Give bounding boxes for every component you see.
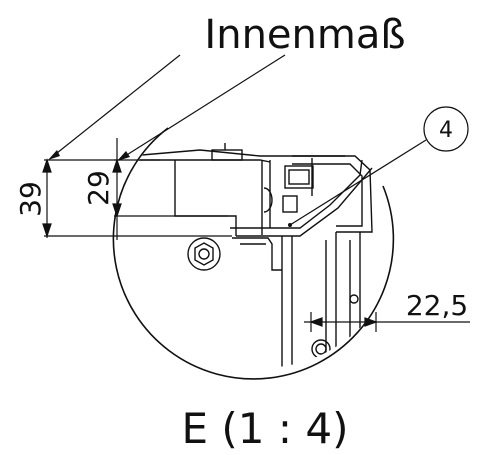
detail-geometry xyxy=(129,143,373,368)
dimension-39 xyxy=(42,158,232,238)
header-leaders xyxy=(51,54,286,159)
detail-circle xyxy=(112,127,395,380)
dimension-29-label: 29 xyxy=(82,170,115,206)
dimension-22-5-label: 22,5 xyxy=(406,289,468,322)
leader-arrowheads xyxy=(48,150,130,161)
detail-caption: E (1 : 4) xyxy=(182,404,349,453)
balloon-callout xyxy=(288,106,469,227)
balloon-number: 4 xyxy=(439,118,453,143)
header-label: Innenmaß xyxy=(204,12,405,58)
dimension-39-label: 39 xyxy=(14,181,47,217)
